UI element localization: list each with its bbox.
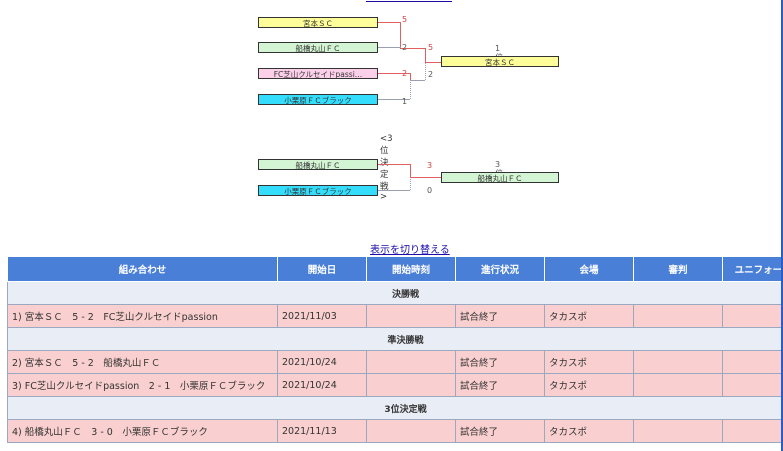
table-cell	[366, 350, 456, 374]
table-cell: 試合終了	[455, 350, 545, 374]
bracket-line	[425, 62, 426, 80]
bracket-line	[410, 80, 411, 99]
table-cell	[722, 350, 783, 374]
score-label: 5	[428, 43, 434, 52]
table-cell	[722, 304, 783, 328]
table-cell	[366, 373, 456, 397]
bracket-line	[410, 177, 411, 190]
round-row: 決勝戦	[7, 281, 783, 305]
team-box[interactable]: 小栗原ＦＣブラック	[258, 94, 378, 105]
column-header: 開始時刻	[366, 256, 456, 282]
team-box[interactable]: 小栗原ＦＣブラック	[258, 185, 378, 196]
team-box[interactable]: 宮本ＳＣ	[258, 17, 378, 28]
table-cell: 3) FC芝山クルセイドpassion 2 - 1 小栗原ＦＣブラック	[7, 373, 278, 397]
table-cell	[633, 419, 723, 443]
team-box[interactable]: FC芝山クルセイドpassi…	[258, 68, 378, 79]
score-label: 1	[402, 97, 408, 106]
top-link-underline[interactable]	[366, 0, 452, 2]
table-cell	[366, 419, 456, 443]
bracket-line	[378, 22, 400, 23]
column-header: 開始日	[277, 256, 367, 282]
table-cell: タカスポ	[544, 304, 634, 328]
table-cell: 2021/10/24	[277, 350, 367, 374]
champion-box[interactable]: 宮本ＳＣ	[441, 56, 559, 67]
table-cell: タカスポ	[544, 350, 634, 374]
bracket-line	[378, 73, 410, 74]
column-header: 会場	[544, 256, 634, 282]
table-header-row: 組み合わせ開始日開始時刻進行状況会場審判ユニフォーム	[7, 256, 783, 282]
table-cell: 2) 宮本ＳＣ 5 - 2 船橋丸山ＦＣ	[7, 350, 278, 374]
bracket-line	[400, 47, 401, 48]
bracket-line	[410, 164, 411, 177]
round-title: 決勝戦	[7, 281, 783, 305]
table-cell	[633, 304, 723, 328]
column-header: 組み合わせ	[7, 256, 278, 282]
bracket-line	[410, 73, 411, 80]
table-cell	[722, 419, 783, 443]
table-cell: 試合終了	[455, 373, 545, 397]
column-header: 審判	[633, 256, 723, 282]
round-title: 3位決定戦	[7, 396, 783, 420]
team-box[interactable]: 船橋丸山ＦＣ	[258, 42, 378, 53]
bracket-line	[378, 47, 400, 48]
score-label: 0	[427, 186, 433, 195]
column-header: ユニフォーム	[722, 256, 783, 282]
bracket-line	[378, 190, 410, 191]
score-label: 3	[427, 161, 433, 170]
score-label: 5	[402, 15, 408, 24]
bracket-line	[400, 22, 401, 48]
bracket-line	[400, 48, 425, 49]
table-cell: 2021/11/03	[277, 304, 367, 328]
table-cell	[633, 350, 723, 374]
table-cell: 試合終了	[455, 304, 545, 328]
column-header: 進行状況	[455, 256, 545, 282]
table-cell	[722, 373, 783, 397]
score-label: 2	[428, 70, 434, 79]
bracket-line	[425, 62, 441, 63]
round-row: 3位決定戦	[7, 396, 783, 420]
round-row: 準決勝戦	[7, 327, 783, 351]
table-cell: タカスポ	[544, 373, 634, 397]
table-cell: 4) 船橋丸山ＦＣ 3 - 0 小栗原ＦＣブラック	[7, 419, 278, 443]
bracket-line	[425, 48, 426, 62]
table-cell	[366, 304, 456, 328]
bracket-line	[378, 164, 410, 165]
bracket-line	[410, 177, 441, 178]
bracket-line	[410, 80, 425, 81]
score-label: 2	[402, 69, 408, 78]
third-place-heading: <3位決定戦>	[380, 134, 393, 202]
table-cell: 試合終了	[455, 419, 545, 443]
table-cell: タカスポ	[544, 419, 634, 443]
table-cell: 2021/11/13	[277, 419, 367, 443]
third-winner-box[interactable]: 船橋丸山ＦＣ	[441, 172, 559, 183]
bracket-line	[378, 99, 410, 100]
score-label: 2	[402, 43, 408, 52]
round-title: 準決勝戦	[7, 327, 783, 351]
scrollbar-edge	[781, 0, 783, 451]
toggle-view-link[interactable]: 表示を切り替える	[370, 245, 450, 256]
table-cell: 1) 宮本ＳＣ 5 - 2 FC芝山クルセイドpassion	[7, 304, 278, 328]
team-box[interactable]: 船橋丸山ＦＣ	[258, 159, 378, 170]
table-cell: 2021/10/24	[277, 373, 367, 397]
table-cell	[633, 373, 723, 397]
